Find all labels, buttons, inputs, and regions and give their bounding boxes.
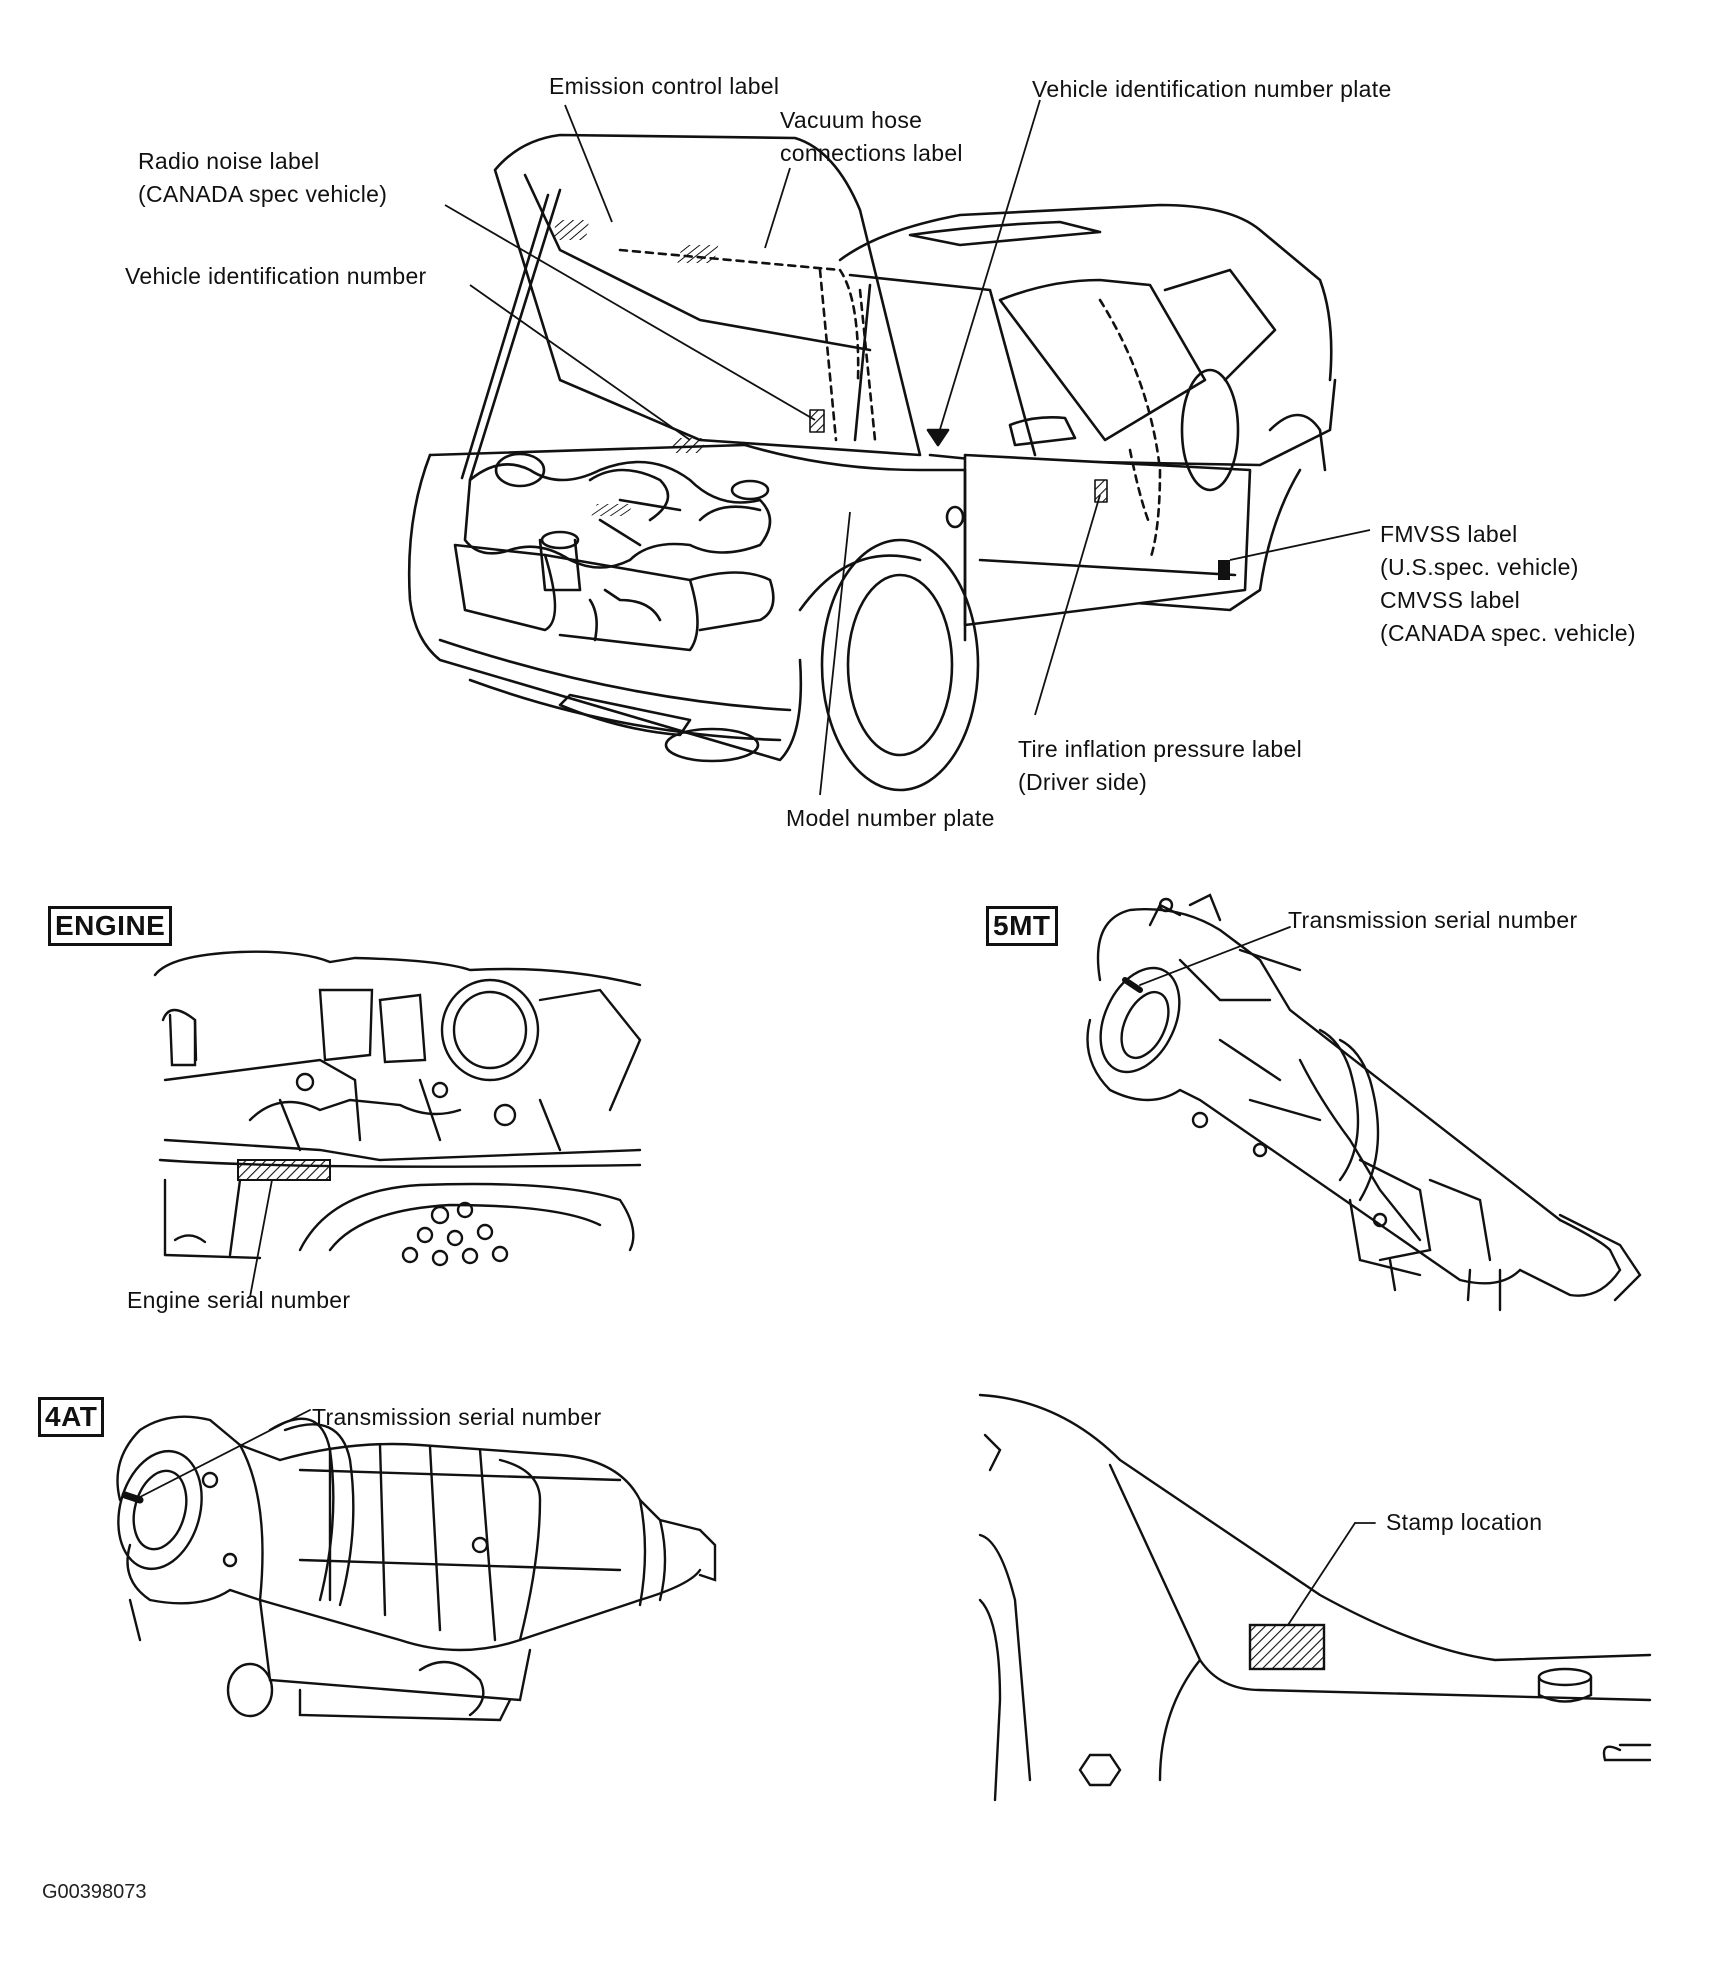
at-serial-label: Transmission serial number — [312, 1404, 602, 1430]
vacuum-hose-line-2: connections label — [780, 140, 963, 166]
fmvss-line-4: (CANADA spec. vehicle) — [1380, 620, 1636, 646]
manual-transmission-illustration — [1086, 893, 1642, 1312]
radio-noise-line-2: (CANADA spec vehicle) — [138, 181, 388, 207]
vacuum-hose-label: Vacuum hose connections label — [780, 104, 963, 170]
vacuum-hose-line-1: Vacuum hose — [780, 107, 923, 133]
tire-inflation-label: Tire inflation pressure label (Driver si… — [1018, 733, 1302, 799]
tire-inflation-line-2: (Driver side) — [1018, 769, 1148, 795]
fmvss-line-3: CMVSS label — [1380, 587, 1521, 613]
radio-noise-line-1: Radio noise label — [138, 148, 320, 174]
figure-code: G00398073 — [42, 1881, 147, 1903]
fmvss-label: FMVSS label (U.S.spec. vehicle) CMVSS la… — [1380, 518, 1636, 650]
fmvss-line-1: FMVSS label — [1380, 521, 1518, 547]
emission-control-label: Emission control label — [549, 73, 780, 99]
at-tag: 4AT — [38, 1397, 105, 1437]
model-number-label: Model number plate — [786, 805, 995, 831]
engine-illustration — [153, 950, 642, 1298]
car-illustration — [407, 133, 1337, 792]
fmvss-line-2: (U.S.spec. vehicle) — [1380, 554, 1579, 580]
vin-label: Vehicle identification number — [125, 263, 427, 289]
engine-serial-label: Engine serial number — [127, 1287, 351, 1313]
radio-noise-label: Radio noise label (CANADA spec vehicle) — [138, 145, 387, 211]
vin-plate-label: Vehicle identification number plate — [1032, 76, 1392, 102]
engine-tag: ENGINE — [48, 906, 173, 946]
mt-tag: 5MT — [986, 906, 1058, 946]
tire-inflation-line-1: Tire inflation pressure label — [1018, 736, 1302, 762]
mt-serial-label: Transmission serial number — [1288, 907, 1578, 933]
automatic-transmission-illustration — [116, 1409, 717, 1722]
stamp-location-illustration — [978, 1393, 1652, 1802]
stamp-location-label: Stamp location — [1386, 1509, 1543, 1535]
leader-lines — [444, 99, 1371, 796]
